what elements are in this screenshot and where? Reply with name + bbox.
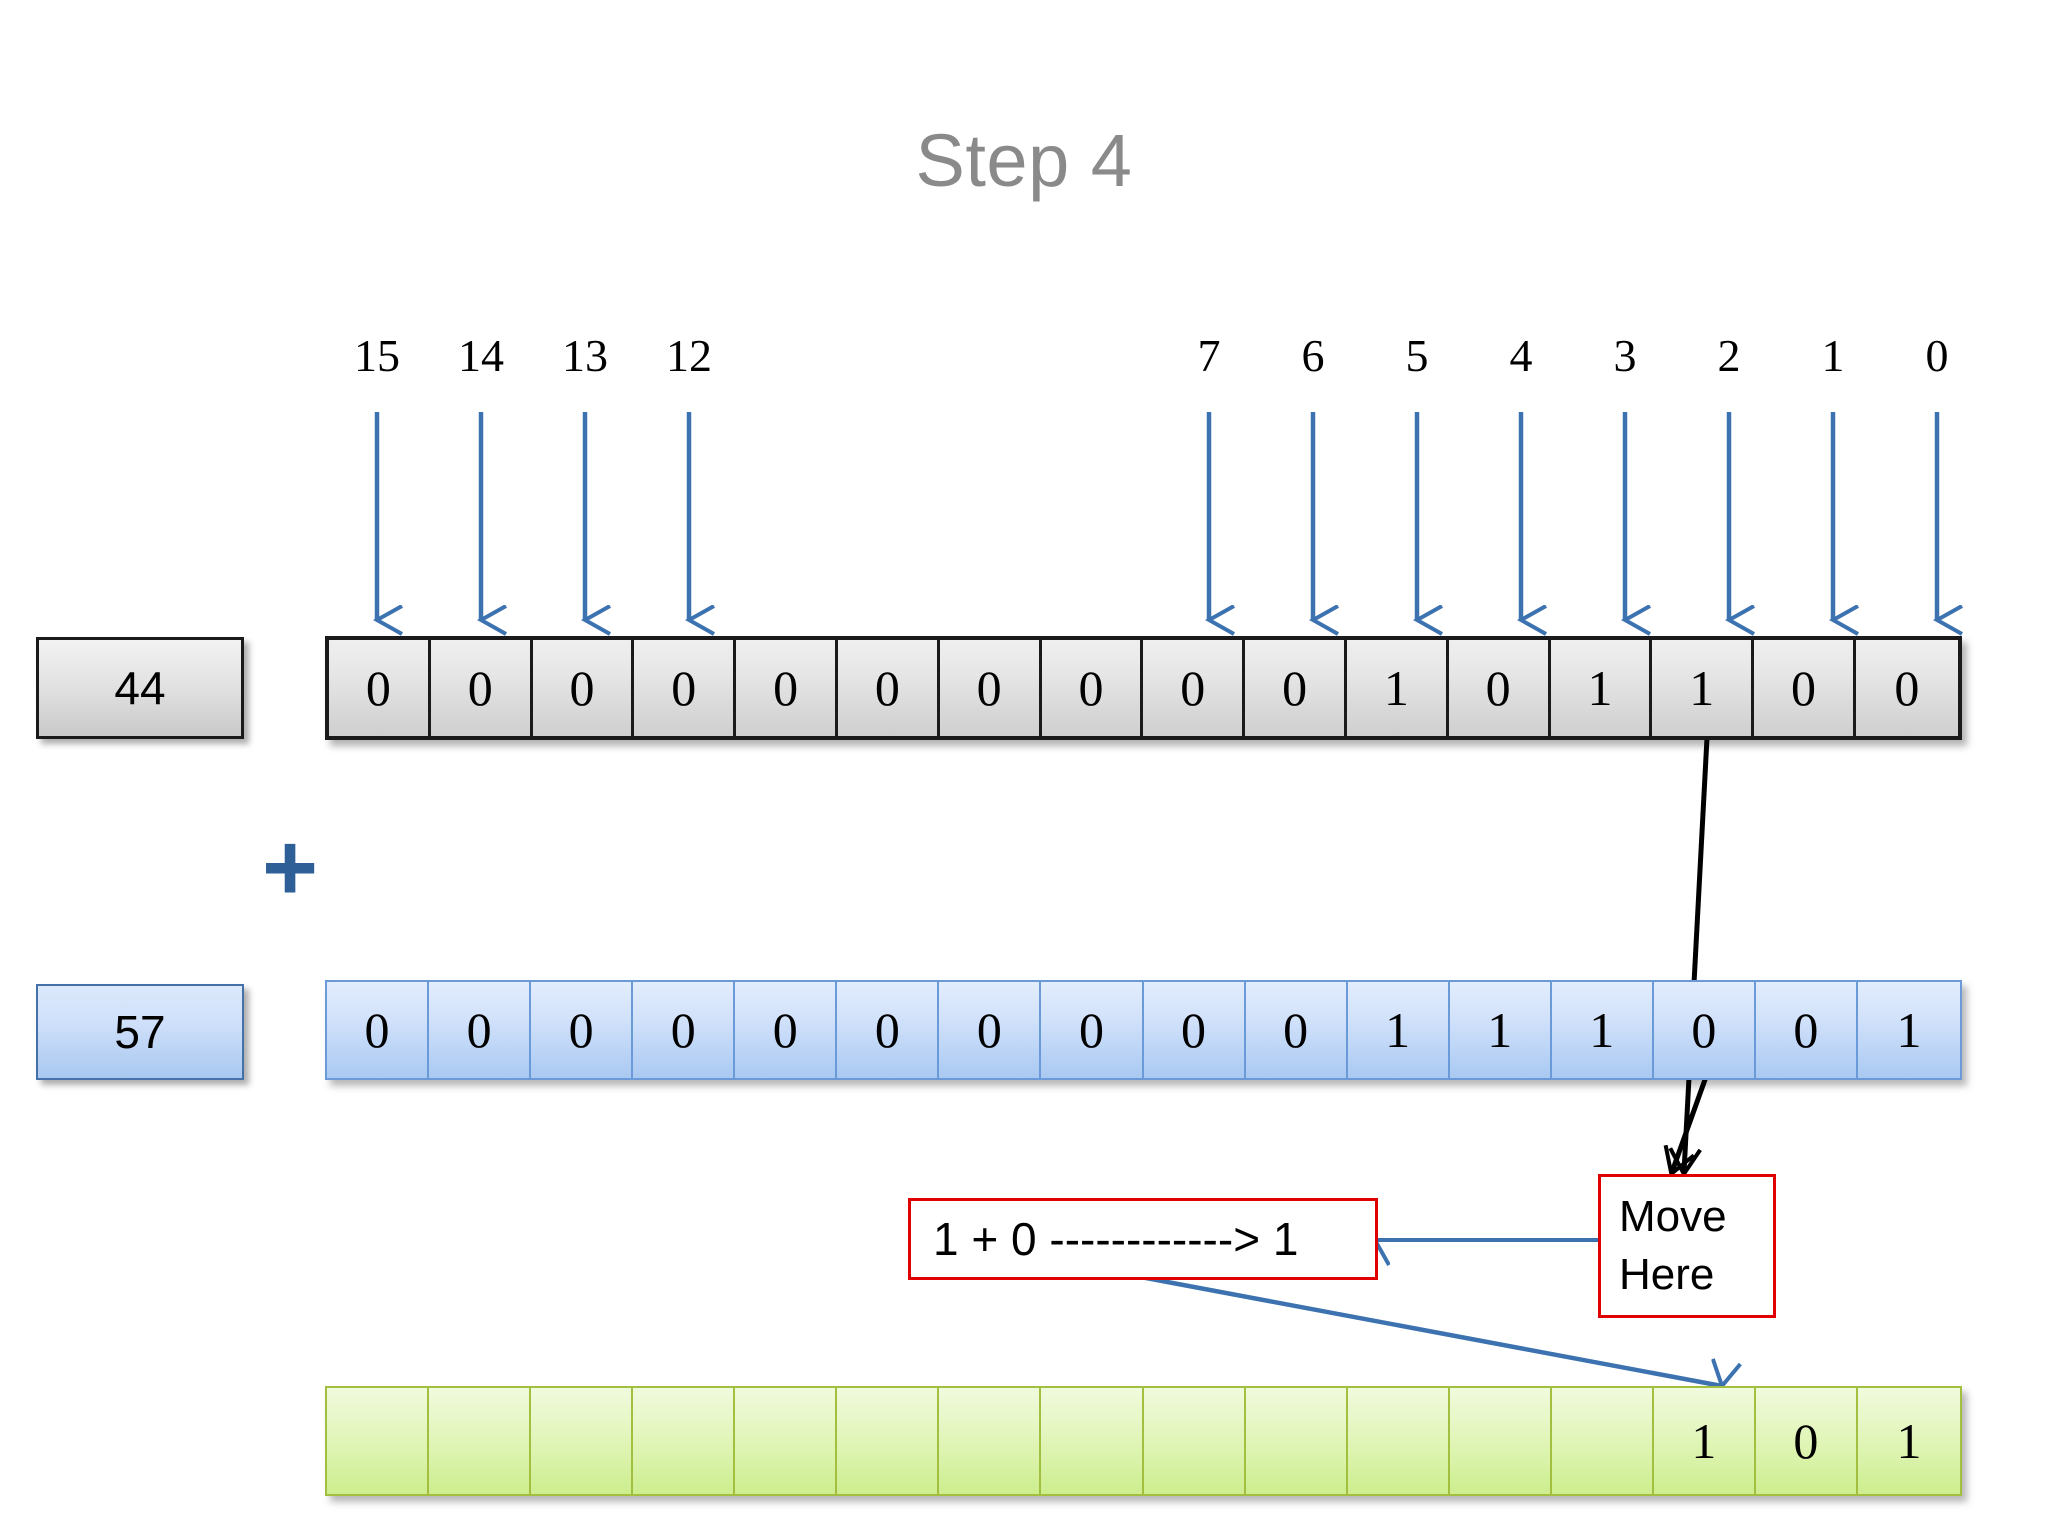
bit-cell-r-5[interactable] xyxy=(1347,1388,1450,1494)
bit-cell-b-14[interactable]: 0 xyxy=(429,982,532,1078)
operand-a-bit-row: 0 0 0 0 0 0 0 0 0 0 1 0 1 1 0 0 xyxy=(325,636,1962,740)
bit-cell-a-12[interactable]: 0 xyxy=(634,640,737,736)
index-label-2: 2 xyxy=(1717,330,1741,381)
bit-cell-r-8[interactable] xyxy=(1041,1388,1144,1494)
bit-cell-b-13[interactable]: 0 xyxy=(531,982,634,1078)
bit-cell-b-3[interactable]: 1 xyxy=(1551,982,1654,1078)
bit-cell-r-3[interactable] xyxy=(1551,1388,1654,1494)
operand-b-bit-row: 0 0 0 0 0 0 0 0 0 0 1 1 1 0 0 1 xyxy=(325,980,1962,1080)
equation-text: 1 + 0 ------------> 1 xyxy=(933,1213,1299,1265)
bit-cell-r-10[interactable] xyxy=(837,1388,940,1494)
carry-arrow-from-operand-a xyxy=(1684,737,1710,1172)
bit-cell-a-3[interactable]: 1 xyxy=(1550,640,1653,736)
plus-operator: + xyxy=(262,814,319,921)
index-label-6: 6 xyxy=(1301,330,1325,381)
bit-cell-b-11[interactable]: 0 xyxy=(735,982,838,1078)
bit-cell-b-0[interactable]: 1 xyxy=(1857,982,1960,1078)
bit-cell-b-5[interactable]: 1 xyxy=(1347,982,1450,1078)
bit-cell-b-1[interactable]: 0 xyxy=(1755,982,1858,1078)
index-label-4: 4 xyxy=(1509,330,1533,381)
bit-cell-b-8[interactable]: 0 xyxy=(1041,982,1144,1078)
index-label-1: 1 xyxy=(1821,330,1845,381)
index-label-0: 0 xyxy=(1925,330,1949,381)
move-here-callout: Move Here xyxy=(1598,1174,1776,1318)
bit-cell-r-6[interactable] xyxy=(1245,1388,1348,1494)
index-label-12: 12 xyxy=(666,330,712,381)
bit-cell-r-12[interactable] xyxy=(633,1388,736,1494)
bit-cell-b-9[interactable]: 0 xyxy=(939,982,1042,1078)
index-label-13: 13 xyxy=(562,330,608,381)
index-label-5: 5 xyxy=(1405,330,1429,381)
operand-b-label-box: 57 xyxy=(36,984,244,1080)
bit-cell-r-15[interactable] xyxy=(327,1388,430,1494)
bit-cell-a-0[interactable]: 0 xyxy=(1855,640,1958,736)
index-pointer-arrows xyxy=(377,412,1937,620)
bit-cell-r-13[interactable] xyxy=(531,1388,634,1494)
bit-cell-a-6[interactable]: 0 xyxy=(1245,640,1347,736)
equation-callout: 1 + 0 ------------> 1 xyxy=(908,1198,1378,1280)
index-label-15: 15 xyxy=(354,330,400,381)
bit-cell-b-2[interactable]: 0 xyxy=(1653,982,1756,1078)
bit-cell-a-7[interactable]: 0 xyxy=(1143,640,1246,736)
index-label-7: 7 xyxy=(1197,330,1221,381)
bit-cell-a-10[interactable]: 0 xyxy=(837,640,940,736)
bit-cell-a-14[interactable]: 0 xyxy=(430,640,533,736)
carry-arrow-from-operand-b xyxy=(1672,1073,1710,1172)
bit-cell-a-9[interactable]: 0 xyxy=(939,640,1042,736)
bit-cell-a-2[interactable]: 1 xyxy=(1652,640,1755,736)
bit-cell-a-5[interactable]: 1 xyxy=(1346,640,1449,736)
bit-cell-r-2[interactable]: 1 xyxy=(1653,1388,1756,1494)
result-bit-row: 1 0 1 xyxy=(325,1386,1962,1496)
bit-cell-a-8[interactable]: 0 xyxy=(1041,640,1144,736)
bit-cell-r-14[interactable] xyxy=(429,1388,532,1494)
bit-cell-r-4[interactable] xyxy=(1449,1388,1552,1494)
bit-cell-b-10[interactable]: 0 xyxy=(837,982,940,1078)
index-label-3: 3 xyxy=(1613,330,1637,381)
bit-cell-r-9[interactable] xyxy=(939,1388,1042,1494)
move-here-text: Move Here xyxy=(1619,1188,1727,1304)
bit-cell-b-15[interactable]: 0 xyxy=(327,982,430,1078)
operand-a-label-box: 44 xyxy=(36,637,244,739)
bit-cell-a-1[interactable]: 0 xyxy=(1754,640,1856,736)
operand-b-value: 57 xyxy=(114,1006,166,1058)
index-label-14: 14 xyxy=(458,330,504,381)
bit-cell-b-12[interactable]: 0 xyxy=(633,982,736,1078)
bit-cell-r-1[interactable]: 0 xyxy=(1755,1388,1858,1494)
bit-cell-a-11[interactable]: 0 xyxy=(736,640,838,736)
bit-cell-b-6[interactable]: 0 xyxy=(1245,982,1348,1078)
bit-cell-r-7[interactable] xyxy=(1143,1388,1246,1494)
bit-cell-b-7[interactable]: 0 xyxy=(1143,982,1246,1078)
bit-cell-a-13[interactable]: 0 xyxy=(532,640,635,736)
bit-cell-a-4[interactable]: 0 xyxy=(1448,640,1551,736)
bit-cell-r-11[interactable] xyxy=(735,1388,838,1494)
move-here-line-1: Move xyxy=(1619,1192,1727,1241)
move-here-line-2: Here xyxy=(1619,1250,1715,1299)
bit-cell-a-15[interactable]: 0 xyxy=(329,640,431,736)
bit-cell-r-0[interactable]: 1 xyxy=(1857,1388,1960,1494)
page-title: Step 4 xyxy=(915,119,1133,202)
bit-cell-b-4[interactable]: 1 xyxy=(1449,982,1552,1078)
operand-a-value: 44 xyxy=(114,662,166,714)
